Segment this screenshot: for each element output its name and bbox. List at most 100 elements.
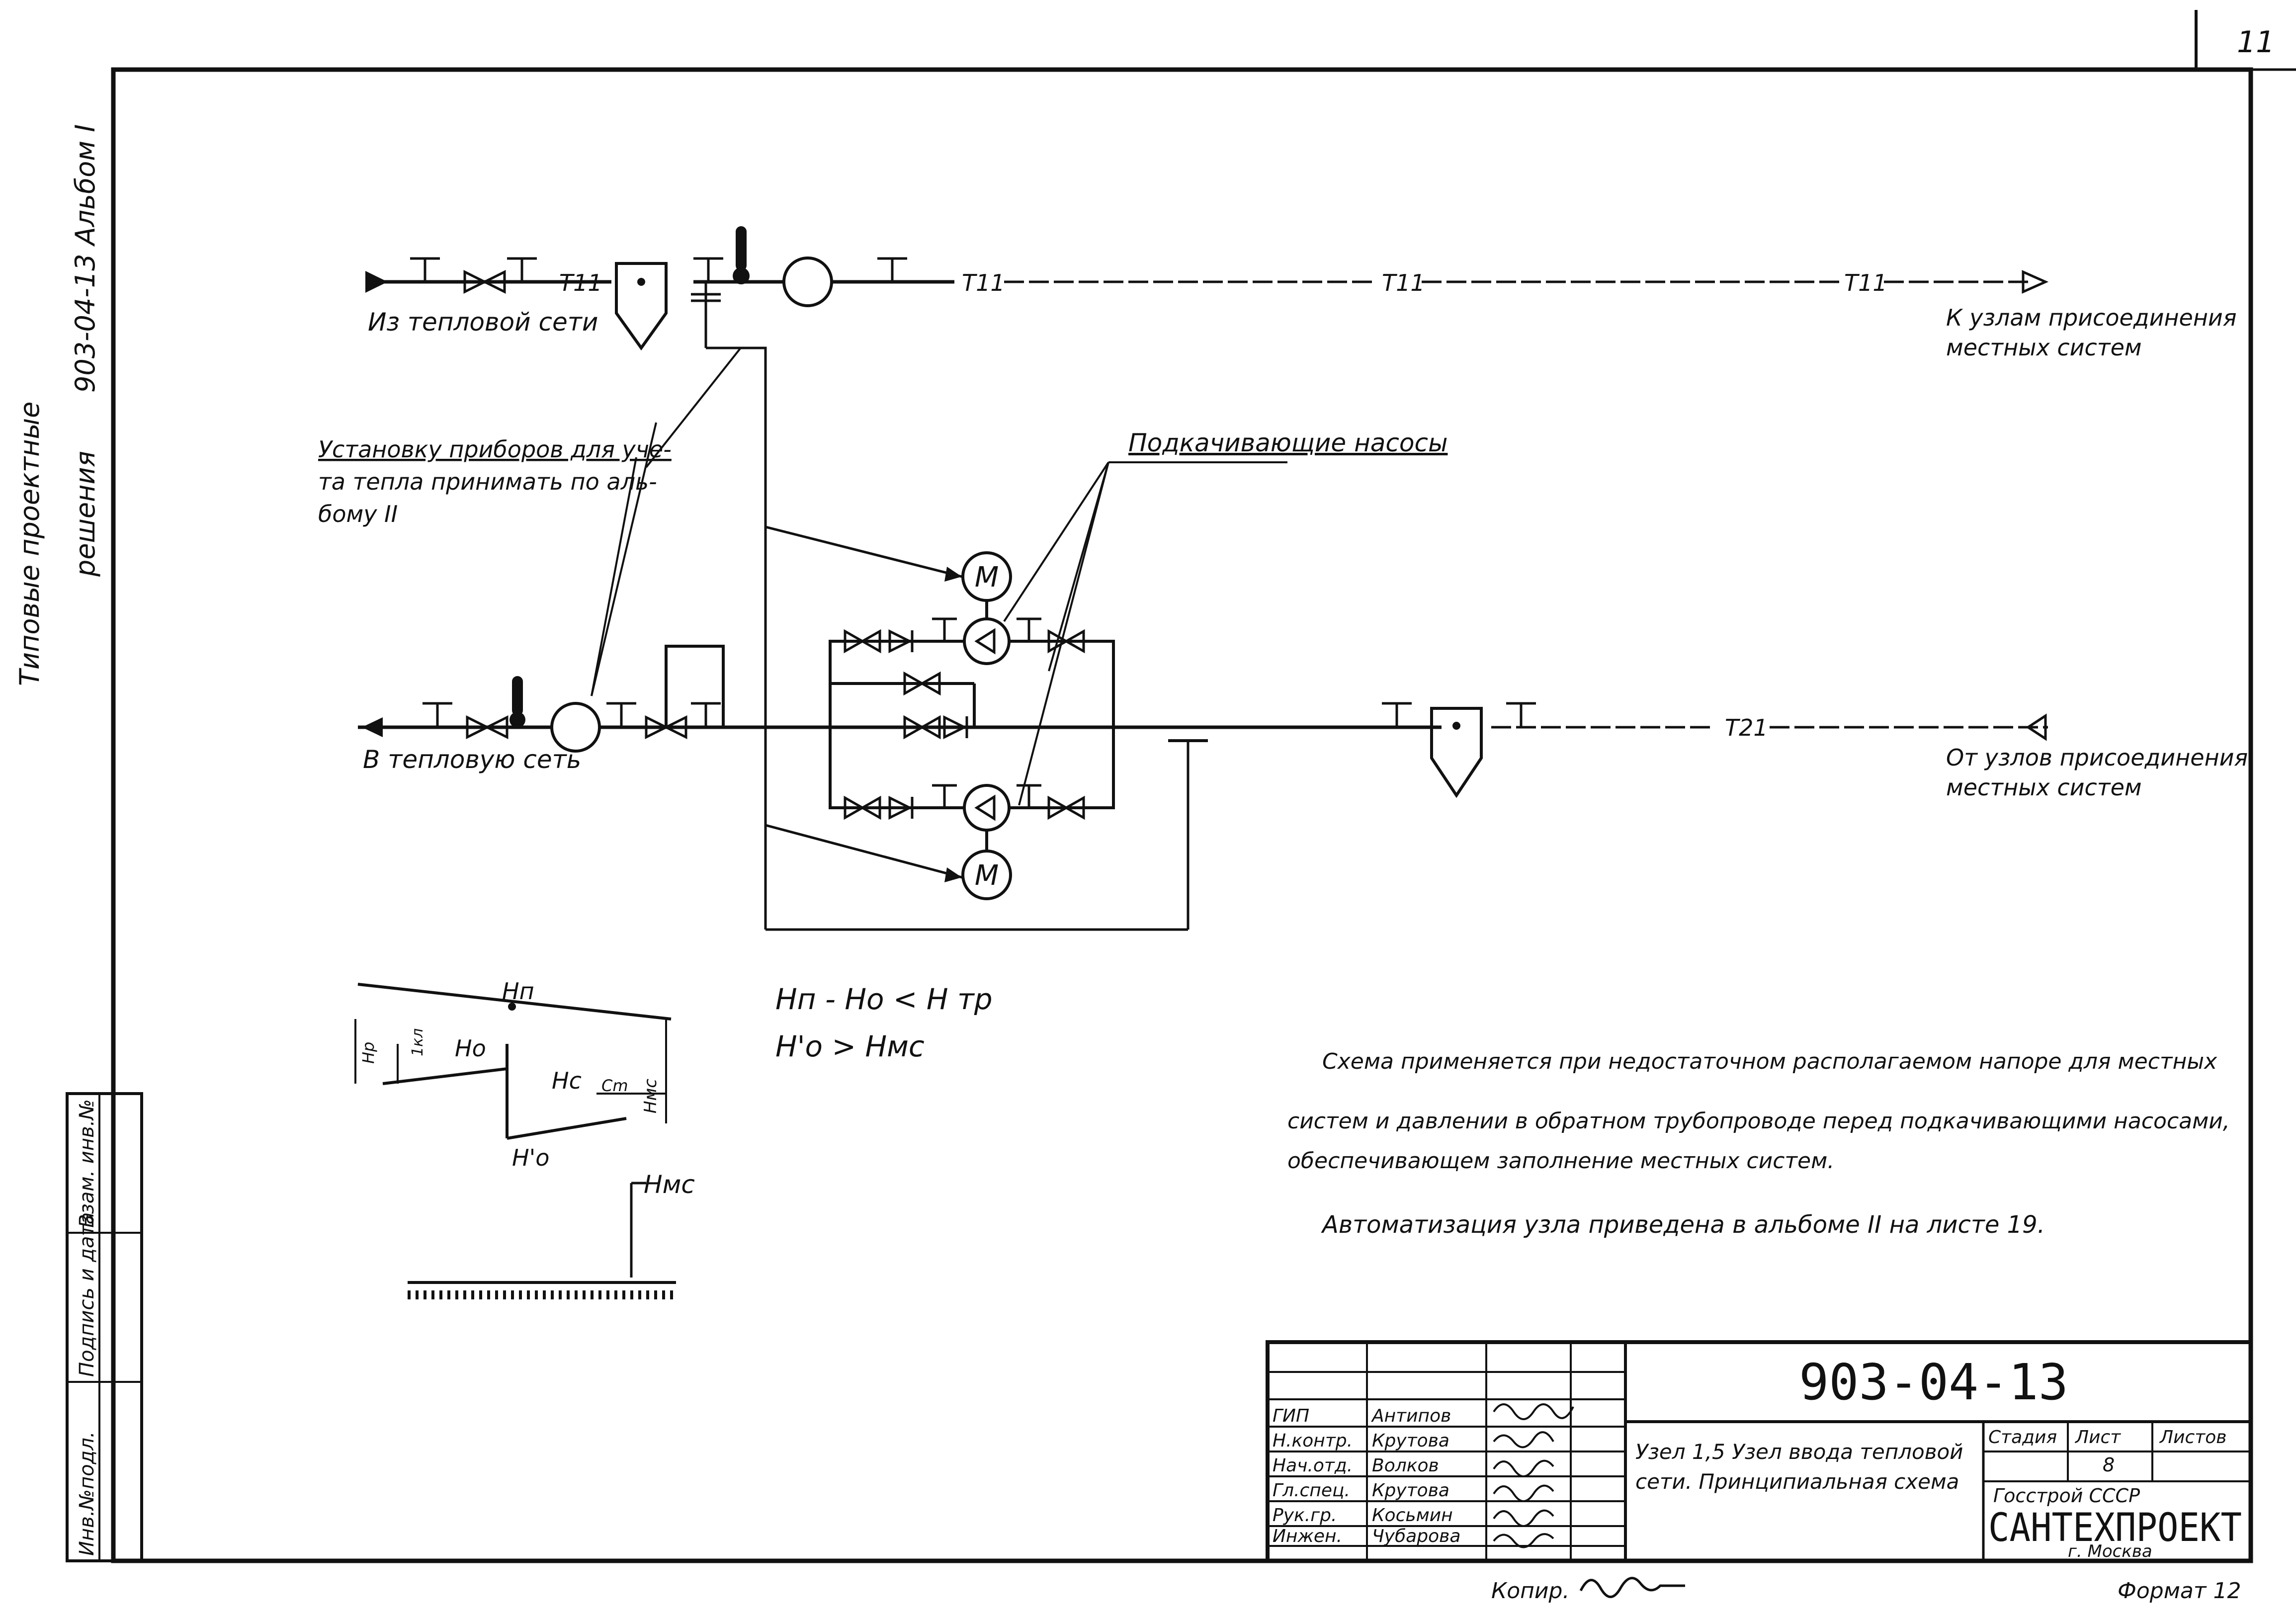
valve-icon — [466, 715, 509, 740]
booster-pump-group: M M — [764, 525, 1208, 931]
inlet-arrow-icon — [2026, 713, 2047, 741]
footer-copied: Копир. — [1491, 1578, 1569, 1604]
pressure-gauge-icon — [410, 257, 440, 282]
pipe-label-t11: T11 — [559, 269, 602, 296]
sig-name: Крутова — [1372, 1480, 1449, 1501]
sig-name: Косьмин — [1372, 1505, 1453, 1526]
pipe-label-t11: T11 — [962, 269, 1005, 296]
org-name: САНТЕХПРОЕКТ — [1988, 1506, 2242, 1550]
footer-format: Формат 12 — [2118, 1578, 2241, 1604]
sig-name: Чубарова — [1372, 1526, 1460, 1546]
sig-name: Волков — [1372, 1455, 1439, 1476]
side-stamp-line3: 903-04-13 Альбом I — [70, 124, 101, 393]
valve-icon — [903, 715, 941, 740]
label-hmc: Hмс — [644, 1170, 695, 1199]
sheet-header: Лист — [2074, 1427, 2121, 1448]
stage-header: Стадия — [1988, 1427, 2057, 1448]
label-cm: Cm — [601, 1076, 628, 1095]
pressure-gauge-icon — [423, 702, 452, 727]
side-stamp: Типовые проектные решения 903-04-13 Альб… — [14, 124, 101, 686]
caption-pumps: Подкачивающие насосы — [1128, 428, 1447, 457]
strip-replace-inv: Взам. инв.№ — [76, 1099, 98, 1228]
caption-to-network: В тепловую сеть — [363, 745, 581, 774]
notes: Схема применяется при недостаточном расп… — [1287, 1049, 2230, 1239]
valve-icon — [463, 269, 506, 294]
sheet-frame — [111, 10, 2296, 1563]
flow-meter-orifice-icon — [691, 282, 721, 348]
valve-icon — [1047, 629, 1085, 654]
piezometric-graph — [354, 983, 676, 1299]
caption-meters-line2: та тепла принимать по аль- — [318, 468, 657, 495]
inlet-arrow-icon — [365, 271, 388, 293]
label-ho: Hо — [455, 1035, 486, 1062]
valve-icon — [1047, 795, 1085, 820]
title-line2: сети. Принципиальная схема — [1635, 1469, 1959, 1494]
pressure-gauge-icon — [693, 257, 723, 282]
caption-to-nodes-line2: местных систем — [1946, 334, 2142, 361]
label-hmc-small: Hмс — [641, 1079, 661, 1113]
label-hkl: 1кл — [409, 1028, 426, 1056]
side-stamp-line2: решения — [70, 451, 101, 577]
note-meters: Установку приборов для уче- та тепла при… — [318, 436, 672, 527]
check-valve-icon — [888, 629, 914, 654]
sig-role: ГИП — [1273, 1406, 1309, 1426]
thermometer-icon — [510, 676, 525, 728]
sheets-header: Листов — [2159, 1427, 2226, 1448]
motor-label: M — [975, 561, 999, 594]
signature-table: ГИП Антипов Н.контр. Крутова Нач.отд. Во… — [1273, 1403, 1574, 1548]
supply-pipeline: T11 T11 T11 T11 — [365, 226, 2049, 351]
note-line4: Автоматизация узла приведена в альбоме I… — [1321, 1211, 2045, 1239]
pressure-gauge-icon — [507, 257, 537, 282]
heat-meter-icon — [550, 702, 601, 753]
sig-role: Гл.спец. — [1273, 1480, 1350, 1501]
side-stamp-line1: Типовые проектные — [14, 402, 45, 686]
caption-meters-line1: Установку приборов для уче- — [318, 436, 672, 463]
valve-icon — [903, 671, 941, 696]
label-hp: Hр — [359, 1042, 378, 1064]
check-valve-icon — [645, 715, 687, 740]
motor-icon — [961, 551, 1012, 602]
thermometer-icon — [733, 226, 750, 284]
label-hn: Hп — [502, 978, 534, 1005]
sig-role: Н.контр. — [1273, 1431, 1353, 1451]
note-line1: Схема применяется при недостаточном расп… — [1322, 1049, 2217, 1074]
valve-icon — [844, 795, 881, 820]
sig-role: Нач.отд. — [1273, 1455, 1353, 1476]
sheet-number: 11 — [2237, 25, 2275, 60]
pipe-label-t21: T21 — [1725, 714, 1768, 741]
pressure-gauge-icon — [691, 702, 721, 727]
bypass-loop — [665, 645, 725, 727]
strip-inv-no: Инв.№подл. — [76, 1431, 98, 1556]
sig-name: Крутова — [1372, 1431, 1449, 1451]
note-line2: систем и давлении в обратном трубопровод… — [1287, 1109, 2230, 1134]
outlet-arrow-icon — [2022, 270, 2049, 294]
label-hc: Hс — [552, 1067, 582, 1094]
title-line1: Узел 1,5 Узел ввода тепловой — [1635, 1440, 1963, 1464]
document-code: 903-04-13 — [1799, 1353, 2068, 1411]
mud-collector-icon — [615, 262, 668, 351]
sig-name: Антипов — [1371, 1406, 1451, 1426]
outlet-arrow-icon — [362, 717, 383, 737]
formula-line2: H'о > Hмс — [775, 1029, 925, 1063]
check-valve-icon — [943, 715, 968, 740]
heat-meter-icon — [782, 256, 833, 307]
impulse-line — [706, 346, 767, 746]
copyist-signature — [1579, 1577, 1685, 1598]
caption-from-nodes-line1: От узлов присоединения — [1946, 744, 2248, 771]
sig-role: Рук.гр. — [1273, 1505, 1337, 1526]
pump-icon — [963, 617, 1011, 665]
pressure-gauge-icon — [1382, 702, 1412, 727]
pressure-gauge-icon — [877, 257, 907, 282]
mud-collector-icon — [1430, 707, 1483, 798]
sig-role: Инжен. — [1273, 1526, 1342, 1546]
motor-icon — [961, 850, 1012, 900]
formula-line1: Hп - Hо < H тр — [775, 982, 993, 1016]
pressure-gauge-icon — [1506, 702, 1536, 727]
pressure-gauge-icon — [606, 702, 636, 727]
pipe-label-t11: T11 — [1844, 269, 1887, 296]
caption-from-network: Из тепловой сети — [368, 308, 598, 337]
label-ho-prime: H'о — [512, 1144, 549, 1171]
valve-icon — [844, 629, 881, 654]
org-city: г. Москва — [2068, 1541, 2152, 1561]
